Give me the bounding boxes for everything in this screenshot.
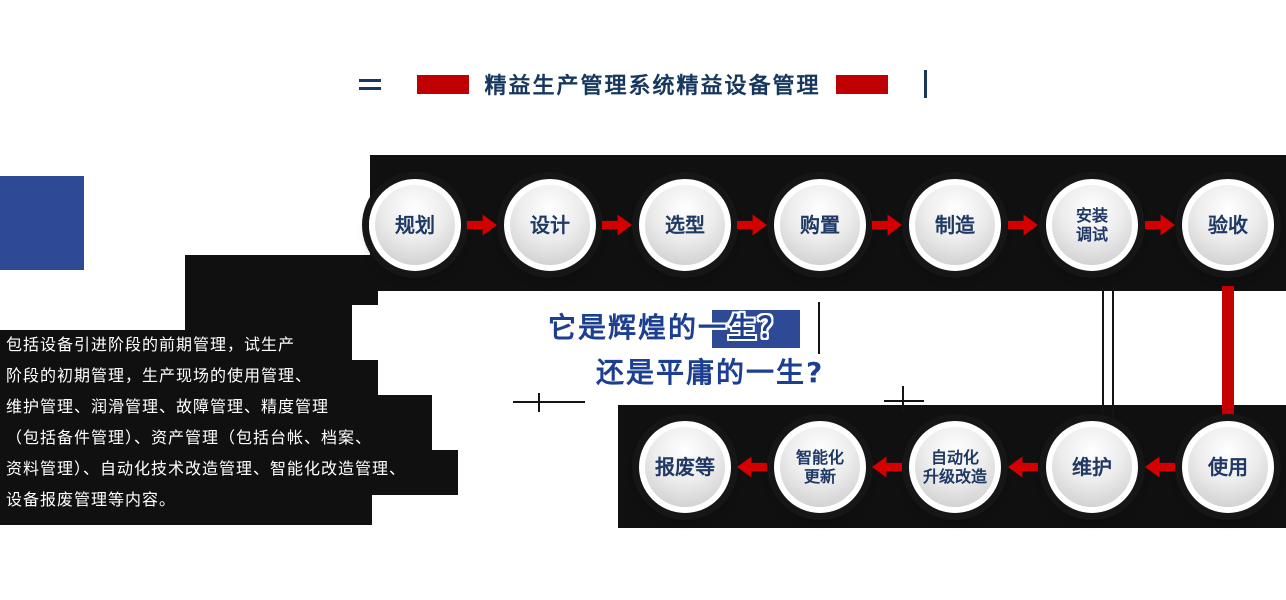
title-red-bar-left xyxy=(417,74,470,94)
node-install-debug: 安装 调试 xyxy=(1046,179,1138,271)
header: 精益生产管理系统精益设备管理 xyxy=(0,68,1286,100)
node-intelligent-update: 智能化 更新 xyxy=(774,421,866,513)
page-title: 精益生产管理系统精益设备管理 xyxy=(484,74,821,99)
node-design: 设计 xyxy=(504,179,596,271)
connector-line xyxy=(884,400,924,402)
description-line: 维护管理、润滑管理、故障管理、精度管理 xyxy=(6,397,330,416)
title-red-bar-right xyxy=(835,74,888,94)
description-line: 设备报废管理等内容。 xyxy=(6,490,177,509)
connector-line xyxy=(818,302,820,354)
node-selection: 选型 xyxy=(639,179,731,271)
node-automation-upgrade: 自动化 升级改造 xyxy=(909,421,1001,513)
connector-line xyxy=(1102,287,1104,435)
node-maintenance: 维护 xyxy=(1046,421,1138,513)
node-acceptance: 验收 xyxy=(1182,179,1274,271)
blue-square-left xyxy=(0,176,84,270)
description-line: （包括备件管理）、资产管理（包括台帐、档案、 xyxy=(6,428,373,447)
connector-line xyxy=(538,393,540,412)
blue-square-center xyxy=(712,310,800,348)
node-planning: 规划 xyxy=(369,179,461,271)
question-line-2: 还是平庸的一生? xyxy=(596,356,825,389)
description-line: 包括设备引进阶段的前期管理，试生产 xyxy=(6,335,296,354)
description-paragraph: 包括设备引进阶段的前期管理，试生产 阶段的初期管理，生产现场的使用管理、 维护管… xyxy=(6,329,406,515)
node-scrap: 报废等 xyxy=(639,421,731,513)
node-use: 使用 xyxy=(1182,421,1274,513)
vertical-red-connector xyxy=(1222,286,1234,430)
vertical-dash-icon xyxy=(923,70,927,98)
connector-line xyxy=(902,386,904,412)
double-dash-icon xyxy=(359,78,382,90)
question-line-1: 它是辉煌的一生？ xyxy=(548,311,789,344)
description-line: 阶段的初期管理，生产现场的使用管理、 xyxy=(6,366,313,385)
connector-line xyxy=(513,401,585,403)
connector-line xyxy=(1112,287,1114,435)
node-manufacture: 制造 xyxy=(909,179,1001,271)
description-line: 资料管理）、自动化技术改造管理、智能化改造管理、 xyxy=(6,459,407,478)
node-purchase: 购置 xyxy=(774,179,866,271)
